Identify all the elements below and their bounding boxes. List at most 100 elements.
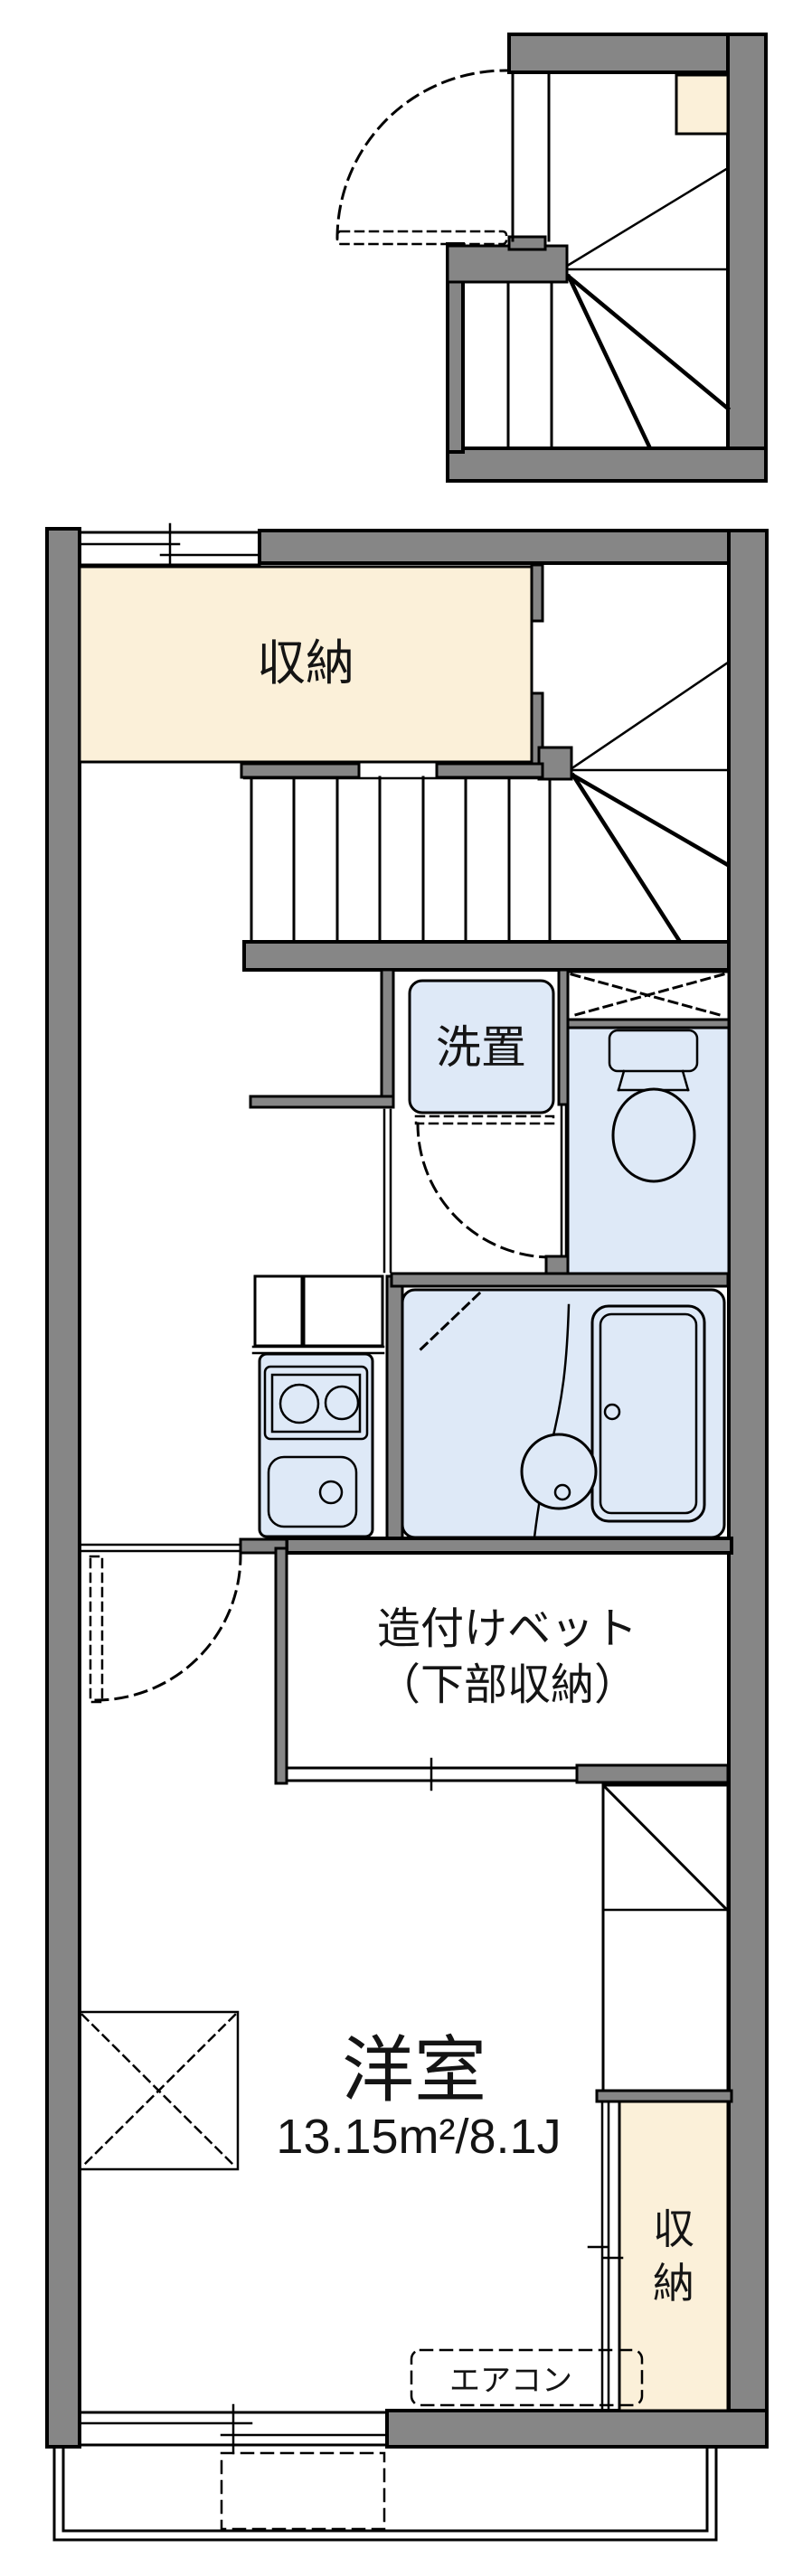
winder-line <box>567 166 730 267</box>
toilet-tank <box>608 1029 699 1073</box>
wall-segment <box>385 1274 404 1542</box>
wall-segment <box>274 1547 288 1785</box>
wall-segment <box>537 746 573 781</box>
entry-stair-section <box>335 33 768 483</box>
stairwell-divider <box>240 563 573 781</box>
bed-label-line2: （下部収納） <box>377 1661 637 1709</box>
wall-segment <box>258 529 769 565</box>
burner <box>279 1383 320 1424</box>
storage-room-top <box>78 565 533 764</box>
kitchen-area <box>251 1274 404 1542</box>
hatch-x-line <box>80 2013 237 2168</box>
basin-drain <box>553 1483 571 1501</box>
desk-counter-column <box>601 1783 730 2092</box>
storage-bottom-label-char1: 収 <box>653 2205 694 2252</box>
toilet-window-x-line <box>570 973 725 1018</box>
wall-segment <box>446 447 768 483</box>
wall-segment <box>390 1272 730 1288</box>
laundry-door-leaf <box>414 1114 555 1125</box>
burner <box>324 1385 360 1421</box>
laundry-area: 洗置 <box>408 979 555 1259</box>
entry-door-leaf <box>335 230 508 246</box>
wall-segment <box>242 940 731 972</box>
laundry-label: 洗置 <box>436 1022 526 1073</box>
entry-door <box>335 69 508 246</box>
laundry-door-swing-arc <box>416 1122 553 1259</box>
storage-top-label: 収納 <box>257 636 354 691</box>
wall-segment <box>45 527 81 2449</box>
floor-hatch <box>78 2010 240 2171</box>
wash-basin <box>520 1433 598 1510</box>
entry-door-swing-arc <box>335 69 508 240</box>
toilet-bowl <box>611 1087 696 1183</box>
winder-line <box>565 273 732 412</box>
stair-treads-entry <box>506 280 553 448</box>
bathtub <box>590 1304 706 1523</box>
aircon-outline <box>410 2348 644 2407</box>
bath-door-fold-line <box>417 1291 482 1353</box>
main-staircase <box>242 661 732 972</box>
western-room: 洋室 13.15m²/8.1J <box>78 2010 562 2171</box>
built-in-bed-area: 造付けベット （下部収納） <box>239 1537 733 1791</box>
window-top-left <box>78 522 261 575</box>
toilet-neck-line <box>617 1069 626 1092</box>
wall-segment <box>595 2089 733 2103</box>
toilet-fixture <box>608 1029 699 1183</box>
wall-segment <box>385 2409 769 2449</box>
bathtub-inner <box>599 1312 698 1515</box>
balcony <box>52 2445 718 2542</box>
window-bottom <box>78 2403 389 2455</box>
wall-segment <box>726 33 768 483</box>
wall-segment <box>380 968 395 1100</box>
wall-segment <box>727 529 769 2449</box>
bathroom <box>390 1272 730 1539</box>
room-area-label: 13.15m²/8.1J <box>276 2110 561 2164</box>
room-name-label: 洋室 <box>342 2030 486 2111</box>
room-door-swing-arc <box>94 1554 242 1702</box>
basin-bowl <box>520 1433 598 1510</box>
toilet-neck-line <box>681 1069 690 1092</box>
stair-newel-wall <box>446 244 569 284</box>
main-floor: 収納 <box>45 522 769 2542</box>
wall-segment <box>285 1537 733 1555</box>
sink-drain <box>318 1480 344 1505</box>
winder-stairs-main <box>548 661 732 945</box>
wall-segment <box>557 968 570 1106</box>
storage-room-bottom <box>618 2100 730 2412</box>
winder-stairs-entry <box>565 166 732 449</box>
aircon-label: エアコン <box>449 2364 572 2398</box>
sink-basin <box>267 1455 358 1528</box>
kitchen-sink <box>267 1455 358 1528</box>
bathtub-drain <box>603 1403 621 1421</box>
toilet-room <box>544 968 731 1288</box>
wall-segment <box>249 1095 395 1109</box>
wall-segment <box>240 762 361 779</box>
storage-bottom-label-char2: 納 <box>653 2260 694 2307</box>
winder-line <box>571 661 730 769</box>
storage-closet-bottom: 収 納 <box>587 2089 733 2412</box>
room-door-leaf <box>89 1555 104 1704</box>
wall-segment <box>507 33 768 74</box>
exterior-walls <box>45 527 769 2449</box>
wall-segment <box>530 563 544 623</box>
wall-segment <box>435 762 544 779</box>
winder-line <box>566 274 652 449</box>
room-door <box>78 1543 242 1704</box>
wall-segment <box>575 1763 730 1784</box>
shoe-cabinet <box>675 73 730 136</box>
hatch-outline <box>78 2010 240 2171</box>
counter-outline <box>601 1783 730 2092</box>
kitchen-counter-box <box>302 1274 384 1348</box>
winder-line <box>570 772 732 869</box>
balcony-equipment-outline <box>220 2451 386 2531</box>
stove <box>263 1365 369 1441</box>
counter-diagonal-line <box>602 1784 729 1912</box>
aircon-box: エアコン <box>410 2348 644 2407</box>
bed-label-line1: 造付けベット <box>377 1605 637 1653</box>
wall-segment <box>507 235 547 251</box>
kitchen-counter-box <box>253 1274 304 1348</box>
winder-line <box>570 772 684 945</box>
washer-space <box>408 979 555 1114</box>
